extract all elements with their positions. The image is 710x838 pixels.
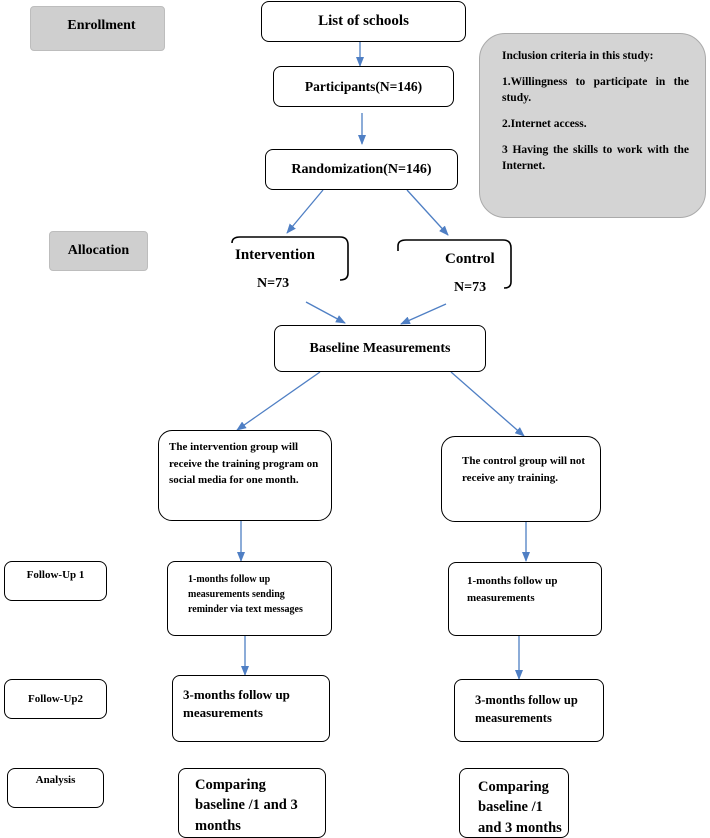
stage-follow-up-2: Follow-Up2 bbox=[4, 679, 107, 719]
arrow-intervention-to-baseline bbox=[305, 301, 346, 324]
inclusion-criteria-box: Inclusion criteria in this study: 1.Will… bbox=[479, 33, 706, 218]
stage-follow-up-1: Follow-Up 1 bbox=[4, 561, 107, 601]
stage-follow-up-2-label: Follow-Up2 bbox=[28, 693, 83, 705]
stage-allocation: Allocation bbox=[49, 231, 148, 271]
intervention-analysis-box: Comparing baseline /1 and 3 months bbox=[178, 768, 326, 838]
control-followup2-text: 3-months follow up measurements bbox=[475, 693, 578, 725]
stage-analysis: Analysis bbox=[7, 768, 104, 808]
control-followup1-text: 1-months follow up measurements bbox=[467, 575, 558, 604]
arrow-baseline-to-control-desc bbox=[450, 371, 525, 437]
intervention-n: N=73 bbox=[257, 276, 290, 291]
baseline-measurements-label: Baseline Measurements bbox=[309, 340, 451, 356]
control-analysis-box: Comparing baseline /1 and 3 months bbox=[459, 768, 569, 838]
control-description: The control group will not receive any t… bbox=[462, 455, 586, 484]
control-followup2-box: 3-months follow up measurements bbox=[454, 679, 604, 742]
intervention-followup1-text: 1-months follow up measurements sending … bbox=[188, 574, 303, 615]
participants-box: Participants(N=146) bbox=[273, 66, 454, 107]
inclusion-item: 2.Internet access. bbox=[502, 118, 587, 131]
stage-follow-up-1-label: Follow-Up 1 bbox=[26, 569, 85, 581]
control-description-box: The control group will not receive any t… bbox=[441, 436, 601, 522]
intervention-description-box: The intervention group will receive the … bbox=[158, 430, 332, 521]
baseline-measurements-box: Baseline Measurements bbox=[274, 325, 486, 372]
control-label: Control bbox=[445, 251, 495, 267]
intervention-followup2-box: 3-months follow up measurements bbox=[172, 675, 330, 742]
stage-enrollment: Enrollment bbox=[30, 6, 165, 51]
intervention-analysis-text: Comparing baseline /1 and 3 months bbox=[195, 777, 298, 834]
inclusion-item: 3 Having the skills to work with the Int… bbox=[502, 143, 689, 173]
randomization-box: Randomization(N=146) bbox=[265, 149, 458, 190]
stage-allocation-label: Allocation bbox=[67, 243, 130, 258]
list-of-schools-box: List of schools bbox=[261, 1, 466, 42]
stage-enrollment-label: Enrollment bbox=[67, 17, 136, 33]
intervention-followup2-text: 3-months follow up measurements bbox=[183, 687, 290, 721]
participants-label: Participants(N=146) bbox=[304, 78, 423, 94]
inclusion-item: 1.Willingness to participate in the stud… bbox=[502, 75, 689, 105]
inclusion-criteria-title: Inclusion criteria in this study: bbox=[502, 50, 654, 62]
arrow-control-to-baseline bbox=[400, 303, 447, 325]
intervention-label: Intervention bbox=[235, 247, 315, 263]
control-analysis-text: Comparing baseline /1 and 3 months bbox=[478, 779, 562, 836]
control-followup1-box: 1-months follow up measurements bbox=[448, 562, 602, 636]
list-of-schools-label: List of schools bbox=[318, 13, 409, 29]
stage-analysis-label: Analysis bbox=[35, 774, 76, 786]
control-n: N=73 bbox=[454, 280, 487, 295]
randomization-label: Randomization(N=146) bbox=[291, 161, 432, 177]
arrow-baseline-to-intervention-desc bbox=[236, 371, 321, 431]
arrow-randomization-to-intervention bbox=[286, 189, 324, 234]
arrow-randomization-to-control bbox=[406, 189, 449, 236]
intervention-followup1-box: 1-months follow up measurements sending … bbox=[167, 561, 332, 636]
control-bracket bbox=[397, 239, 512, 289]
intervention-description: The intervention group will receive the … bbox=[169, 441, 319, 486]
